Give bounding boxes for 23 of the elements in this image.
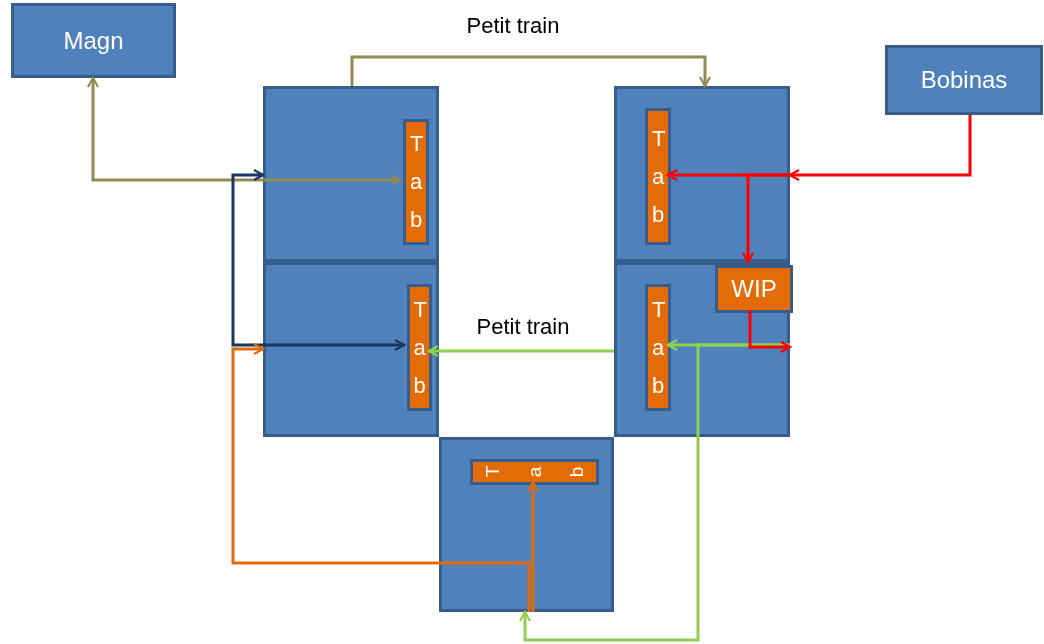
- tab-box: Tab: [645, 108, 671, 245]
- arrow: [350, 55, 712, 88]
- cell-box: [439, 437, 614, 612]
- cell-box: [263, 86, 439, 262]
- arrow: [748, 310, 792, 354]
- arrow: [741, 173, 790, 264]
- arrow: [518, 343, 790, 642]
- tab-box: Tab: [645, 284, 671, 411]
- arrow: [526, 480, 540, 612]
- cell-box: [263, 262, 439, 437]
- cell-box: [614, 262, 790, 437]
- process-box: Bobinas: [885, 45, 1043, 115]
- arrow: [86, 76, 402, 187]
- tab-box: Tab: [403, 119, 429, 245]
- arrow: [231, 168, 406, 352]
- cell-box: [614, 86, 790, 262]
- process-box: Magn: [11, 3, 176, 78]
- wip-box: WIP: [715, 265, 793, 313]
- arrow: [231, 342, 531, 612]
- arrow: [427, 344, 614, 358]
- tab-box: Tab: [407, 284, 432, 411]
- tab-box: Tab: [470, 459, 599, 485]
- arrow: [788, 115, 972, 182]
